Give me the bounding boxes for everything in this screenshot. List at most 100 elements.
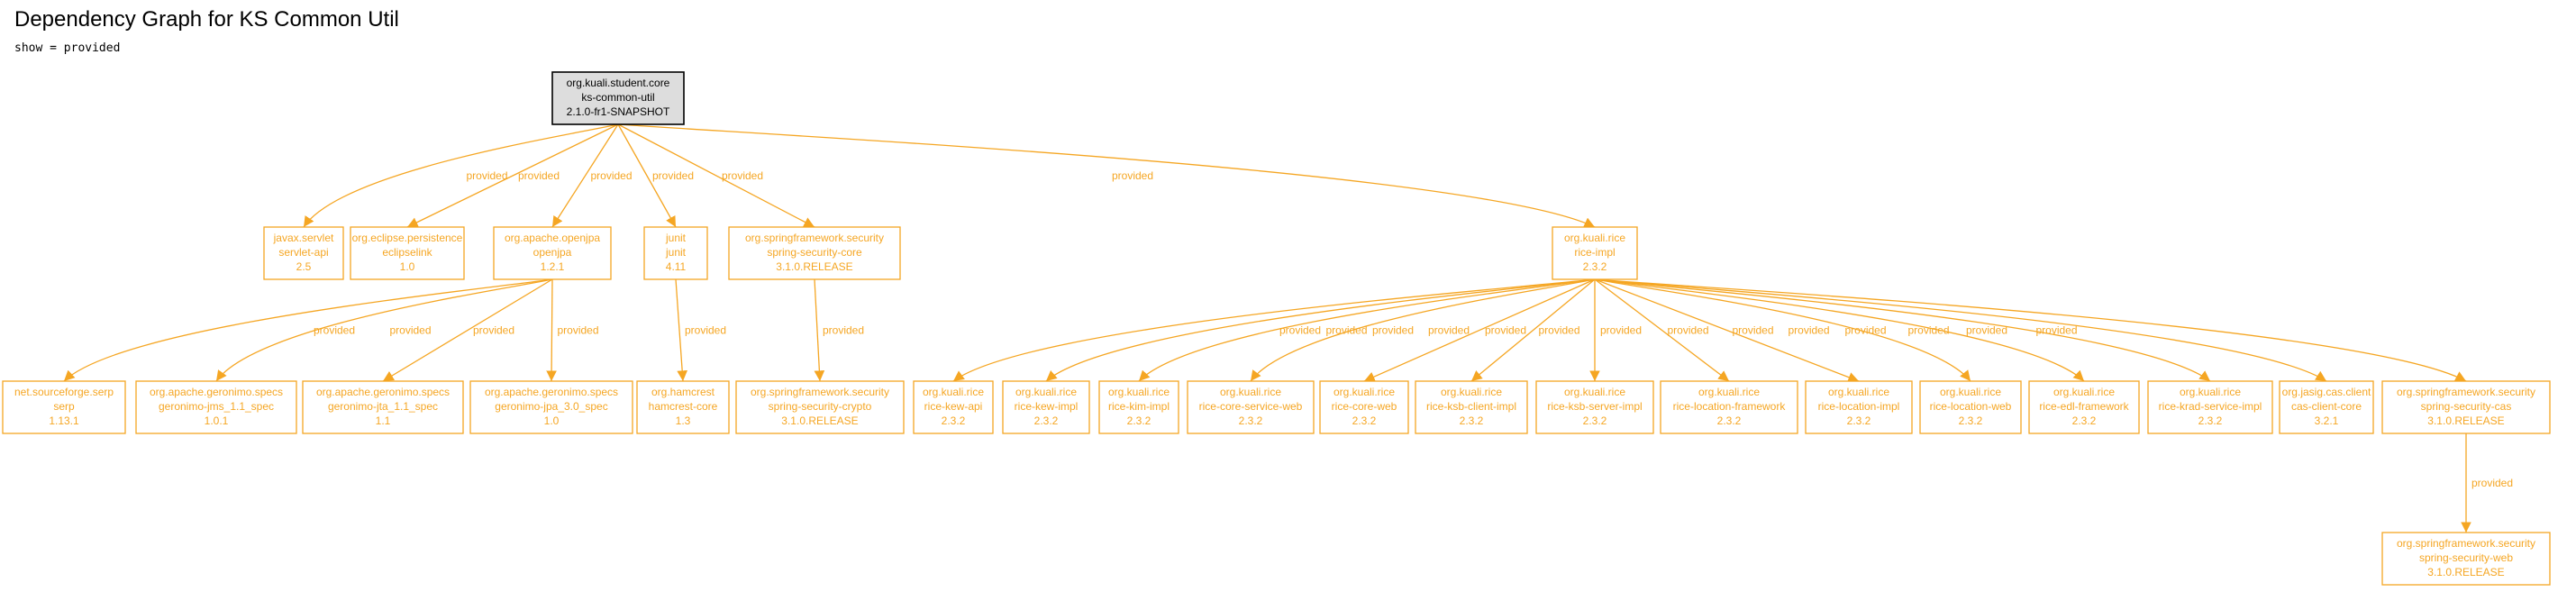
node-box bbox=[1535, 380, 1654, 434]
node-spring-security-cas[interactable]: org.springframework.securityspring-secur… bbox=[2381, 380, 2551, 434]
node-version-text: 1.0.1 bbox=[205, 414, 229, 427]
node-box bbox=[263, 226, 344, 280]
node-group-text: org.kuali.rice bbox=[1441, 386, 1502, 398]
node-box bbox=[302, 380, 464, 434]
node-artifact-text: eclipselink bbox=[382, 246, 432, 259]
node-artifact-text: spring-security-crypto bbox=[769, 400, 872, 413]
edge-rice-impl-rice-location-impl bbox=[1594, 278, 1860, 383]
node-group-text: javax.servlet bbox=[273, 232, 334, 244]
node-box bbox=[135, 380, 297, 434]
node-spring-security-core[interactable]: org.springframework.securityspring-secur… bbox=[728, 226, 901, 280]
node-group-text: org.apache.openjpa bbox=[505, 232, 600, 244]
node-group-text: org.kuali.rice bbox=[1698, 386, 1760, 398]
node-version-text: 2.3.2 bbox=[1959, 414, 1983, 427]
node-geronimo-jta[interactable]: org.apache.geronimo.specsgeronimo-jta_1.… bbox=[302, 380, 464, 434]
node-rice-location-framework[interactable]: org.kuali.ricerice-location-framework2.3… bbox=[1660, 380, 1798, 434]
node-artifact-text: rice-ksb-client-impl bbox=[1426, 400, 1516, 413]
edge-root-eclipselink bbox=[406, 123, 619, 228]
node-artifact-text: serp bbox=[53, 400, 75, 413]
node-spring-security-web[interactable]: org.springframework.securityspring-secur… bbox=[2381, 532, 2551, 586]
node-version-text: 1.1 bbox=[376, 414, 391, 427]
node-box bbox=[1552, 226, 1638, 280]
edge-label: provided bbox=[473, 324, 514, 337]
node-group-text: org.kuali.rice bbox=[1564, 386, 1625, 398]
node-box bbox=[1002, 380, 1090, 434]
edge-label: provided bbox=[467, 169, 508, 182]
node-artifact-text: rice-core-web bbox=[1332, 400, 1397, 413]
edge-label: provided bbox=[2471, 477, 2513, 489]
node-group-text: org.springframework.security bbox=[751, 386, 889, 398]
node-root[interactable]: org.kuali.student.coreks-common-util2.1.… bbox=[551, 71, 685, 125]
node-group-text: org.kuali.rice bbox=[1940, 386, 2001, 398]
edge-root-servlet-api bbox=[303, 123, 619, 228]
node-box bbox=[350, 226, 465, 280]
node-box bbox=[1660, 380, 1798, 434]
node-box bbox=[2381, 380, 2551, 434]
edge-rice-impl-rice-kew-impl bbox=[1045, 278, 1596, 382]
node-group-text: org.kuali.student.core bbox=[567, 77, 670, 89]
node-group-text: org.springframework.security bbox=[745, 232, 884, 244]
edge-rice-impl-cas-client-core bbox=[1594, 278, 2327, 382]
node-version-text: 2.3.2 bbox=[942, 414, 966, 427]
edge-rice-impl-rice-location-framework bbox=[1594, 278, 1730, 382]
node-version-text: 2.3.2 bbox=[1717, 414, 1742, 427]
node-box bbox=[728, 226, 901, 280]
node-geronimo-jpa[interactable]: org.apache.geronimo.specsgeronimo-jpa_3.… bbox=[469, 380, 633, 434]
node-box bbox=[2279, 380, 2374, 434]
node-artifact-text: rice-krad-service-impl bbox=[2159, 400, 2262, 413]
edge-label: provided bbox=[591, 169, 633, 182]
edge-spring-security-core-spring-security-crypto bbox=[814, 278, 825, 382]
edge-label: provided bbox=[1668, 324, 1709, 337]
node-box bbox=[1187, 380, 1315, 434]
node-box bbox=[2, 380, 126, 434]
node-artifact-text: rice-kew-api bbox=[924, 400, 983, 413]
edge-label: provided bbox=[518, 169, 560, 182]
node-group-text: net.sourceforge.serp bbox=[14, 386, 114, 398]
node-group-text: org.kuali.rice bbox=[2053, 386, 2115, 398]
edge-label: provided bbox=[685, 324, 726, 337]
edge-label: provided bbox=[1279, 324, 1321, 337]
edge-root-openjpa bbox=[551, 123, 619, 228]
node-version-text: 3.1.0.RELEASE bbox=[776, 260, 852, 273]
edge-label: provided bbox=[1428, 324, 1470, 337]
edge-label: provided bbox=[1600, 324, 1642, 337]
page-title: Dependency Graph for KS Common Util bbox=[14, 7, 399, 32]
node-artifact-text: hamcrest-core bbox=[649, 400, 718, 413]
node-artifact-text: rice-location-web bbox=[1930, 400, 2012, 413]
edge-root-rice-impl bbox=[617, 123, 1596, 228]
node-version-text: 3.1.0.RELEASE bbox=[2427, 414, 2504, 427]
node-group-text: org.kuali.rice bbox=[1015, 386, 1077, 398]
node-artifact-text: rice-edl-framework bbox=[2039, 400, 2129, 413]
node-group-text: junit bbox=[665, 232, 687, 244]
edge-label: provided bbox=[823, 324, 864, 337]
edge-label: provided bbox=[1539, 324, 1580, 337]
node-group-text: org.eclipse.persistence bbox=[352, 232, 463, 244]
node-artifact-text: rice-location-impl bbox=[1818, 400, 1900, 413]
node-box bbox=[2147, 380, 2273, 434]
node-box bbox=[493, 226, 612, 280]
node-rice-krad-service-impl[interactable]: org.kuali.ricerice-krad-service-impl2.3.… bbox=[2147, 380, 2273, 434]
edge-root-spring-security-core bbox=[617, 123, 815, 228]
edge-openjpa-geronimo-jta bbox=[382, 278, 553, 382]
node-spring-security-crypto[interactable]: org.springframework.security spring-secur… bbox=[735, 380, 905, 434]
node-geronimo-jms[interactable]: org.apache.geronimo.specsgeronimo-jms_1.… bbox=[135, 380, 297, 434]
edge-rice-impl-rice-ksb-client-impl bbox=[1470, 278, 1596, 382]
